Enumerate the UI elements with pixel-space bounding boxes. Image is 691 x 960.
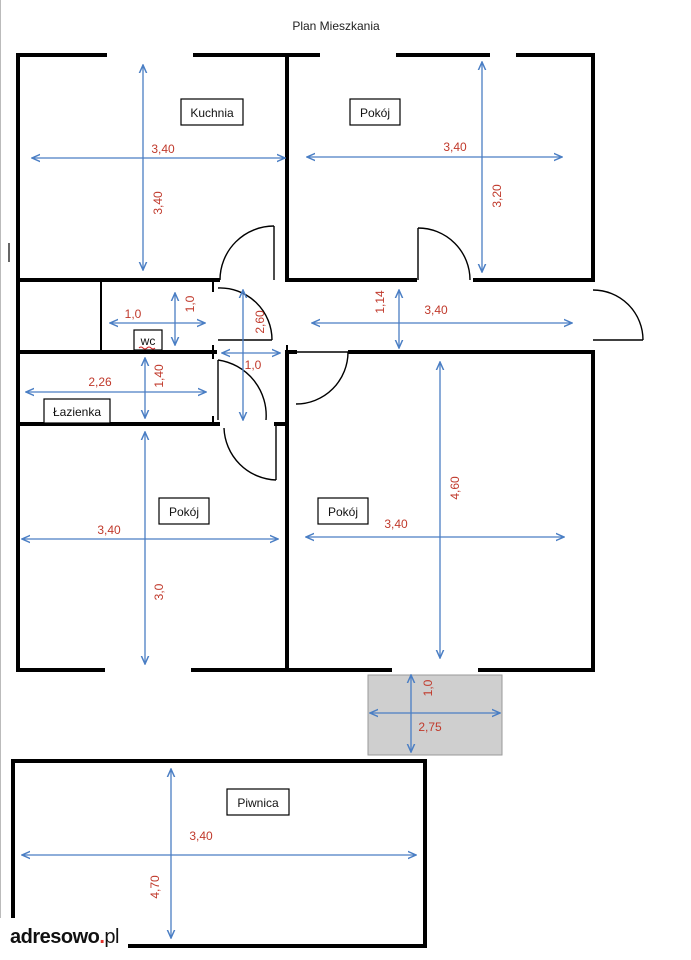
- label-box-lazienka: [43, 398, 111, 424]
- room-label-pokoj-1: Pokój: [360, 106, 390, 120]
- thin-walls: [100, 280, 288, 426]
- dimension-arrows: [22, 62, 572, 938]
- room-label-pokoj-3: Pokój: [328, 505, 358, 519]
- room-label-kuchnia: Kuchnia: [190, 106, 234, 120]
- logo-dot: .: [99, 926, 105, 948]
- door-arc: [592, 289, 644, 341]
- dim-pokoj2-h: 3,0: [152, 583, 166, 600]
- logo-brand: adresowo: [10, 926, 100, 948]
- dim-piwnica-h: 4,70: [148, 875, 162, 899]
- door-arc: [295, 351, 349, 405]
- dim-pokoj3-w: 3,40: [384, 517, 408, 531]
- room-labels: Kuchnia Pokój wc Łazienka Pokój Pokój Pi…: [43, 98, 401, 816]
- door-arc: [219, 225, 275, 281]
- door-arc: [223, 427, 277, 481]
- label-box-piwnica: [226, 788, 290, 816]
- room-label-pokoj-2: Pokój: [169, 505, 199, 519]
- basement-walls: [11, 759, 427, 948]
- logo-tld: pl: [104, 926, 119, 948]
- door-arc: [217, 359, 267, 421]
- door-arc: [417, 227, 471, 281]
- label-box-pokoj-3: [317, 497, 369, 525]
- dim-lazienka-h: 1,40: [152, 364, 166, 388]
- door-arc: [217, 287, 273, 341]
- dim-hall-w: 1,0: [245, 358, 262, 372]
- dim-corridor-h: 1,14: [373, 290, 387, 314]
- dim-kuchnia-h: 3,40: [151, 191, 165, 215]
- room-label-wc: wc: [140, 334, 156, 348]
- dim-balkon-w: 2,75: [418, 720, 442, 734]
- room-label-piwnica: Piwnica: [237, 796, 279, 810]
- balcony: [367, 674, 503, 756]
- logo-background: [0, 918, 128, 960]
- label-box-pokoj-1: [349, 98, 401, 126]
- adresowo-logo: adresowo.pl: [10, 926, 119, 949]
- dim-pokoj2-w: 3,40: [97, 523, 121, 537]
- room-label-lazienka: Łazienka: [53, 405, 101, 419]
- dim-hall-h: 2,60: [253, 310, 267, 334]
- dim-wc-w: 1,0: [125, 307, 142, 321]
- walls: [16, 53, 595, 672]
- dim-balkon-h: 1,0: [421, 679, 435, 696]
- dim-pokoj1-w: 3,40: [443, 140, 467, 154]
- dim-pokoj1-h: 3,20: [490, 184, 504, 208]
- label-box-wc: [133, 329, 163, 351]
- dim-lazienka-w: 2,26: [88, 375, 112, 389]
- dim-wc-h: 1,0: [183, 295, 197, 312]
- dim-corridor-w: 3,40: [424, 303, 448, 317]
- spellcheck-underline: [138, 346, 156, 350]
- label-box-kuchnia: [180, 98, 244, 126]
- dim-pokoj3-h: 4,60: [448, 476, 462, 500]
- dim-kuchnia-w: 3,40: [151, 142, 175, 156]
- dim-piwnica-w: 3,40: [189, 829, 213, 843]
- plan-title: Plan Mieszkania: [292, 19, 380, 33]
- dimension-labels: 3,40 3,40 3,40 3,20 1,0 1,0 2,60 1,0 3,4…: [88, 140, 504, 899]
- label-box-pokoj-2: [158, 497, 210, 525]
